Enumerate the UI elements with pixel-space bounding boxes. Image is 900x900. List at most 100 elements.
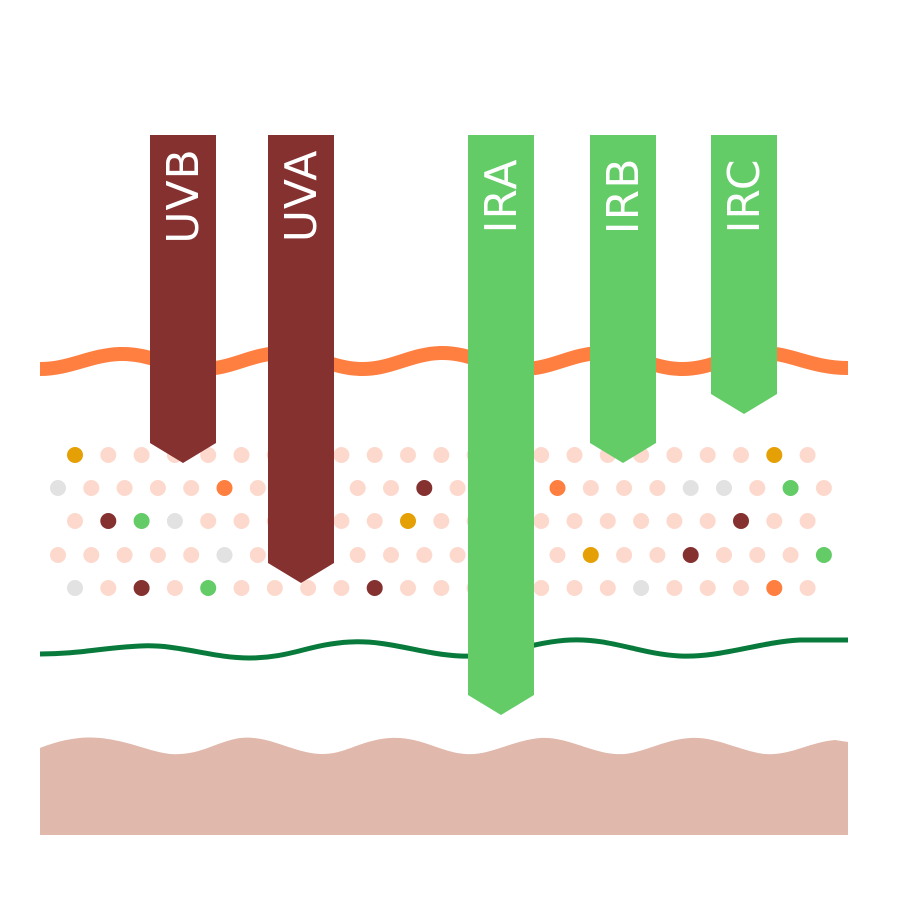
cell-dot — [100, 580, 117, 596]
cell-dot — [333, 513, 350, 529]
ray-ira-arrow — [468, 135, 534, 715]
cell-dot — [599, 580, 616, 596]
cell-dot — [366, 447, 383, 463]
cell-dot — [449, 547, 466, 563]
cell-dot — [383, 547, 399, 563]
ray-irb-label: IRB — [598, 158, 649, 235]
cell-dot — [83, 480, 100, 496]
cell-dot — [266, 580, 283, 596]
cell-dot — [815, 480, 832, 496]
cell-dot — [133, 580, 150, 596]
cell-dot — [749, 547, 766, 563]
cell-dot — [682, 480, 699, 496]
cell-dot — [50, 480, 66, 496]
cell-dot — [733, 580, 749, 596]
lower-boundary-line — [39, 637, 848, 661]
cell-dot — [366, 580, 383, 596]
cell-dot — [566, 447, 583, 463]
cell-dot — [183, 480, 200, 496]
cell-dot — [799, 447, 816, 463]
cell-dot — [633, 513, 650, 529]
cell-dot — [300, 580, 317, 596]
cell-dot — [149, 480, 166, 496]
cell-dot — [133, 447, 150, 463]
cell-dot — [216, 547, 233, 563]
cell-dot — [533, 447, 550, 463]
cell-dot — [183, 547, 200, 563]
ray-ira: IRA — [468, 135, 534, 715]
cell-dot — [699, 513, 716, 529]
cell-dot — [815, 547, 832, 563]
ray-irb-arrow — [590, 135, 656, 463]
cell-dot — [400, 513, 416, 529]
cell-dot — [699, 447, 716, 463]
cell-dot — [433, 513, 450, 529]
cell-dot — [67, 513, 83, 529]
ray-uvb: UVB — [150, 135, 216, 463]
ray-uvb-label: UVB — [158, 148, 209, 244]
cell-dot — [716, 480, 732, 496]
cell-dot — [249, 480, 266, 496]
cell-dot — [233, 513, 250, 529]
cell-dot — [533, 513, 550, 529]
ray-irc-label: IRC — [719, 158, 770, 233]
ray-uvb-arrow — [150, 135, 216, 463]
cell-dot — [400, 447, 416, 463]
cell-dot — [582, 480, 599, 496]
ray-uva-label: UVA — [276, 150, 327, 243]
cell-dot — [733, 447, 749, 463]
cell-dot — [433, 580, 450, 596]
cell-dot — [749, 480, 766, 496]
cell-dot — [149, 547, 166, 563]
cell-dot — [216, 480, 233, 496]
cell-dot — [249, 547, 266, 563]
cell-dot — [666, 447, 683, 463]
cell-dot — [200, 513, 217, 529]
deep-skin-layer — [40, 737, 848, 835]
cell-dot — [699, 580, 716, 596]
cell-dot — [566, 513, 583, 529]
cell-dot — [383, 480, 399, 496]
cell-dot — [416, 480, 433, 496]
cell-dot — [649, 547, 666, 563]
cell-dot — [166, 580, 183, 596]
cell-dot — [533, 580, 550, 596]
cell-dot — [433, 447, 450, 463]
cell-dot — [649, 480, 666, 496]
ray-irc: IRC — [711, 135, 777, 414]
cell-dot — [133, 513, 150, 529]
ray-uva-arrow — [268, 135, 334, 583]
cell-dot — [616, 480, 633, 496]
ray-irb: IRB — [590, 135, 656, 463]
cell-dot — [682, 547, 699, 563]
cell-dot — [782, 547, 799, 563]
cell-dot — [549, 547, 566, 563]
cell-dot — [166, 513, 183, 529]
cell-dot — [200, 447, 217, 463]
cell-dot — [100, 513, 117, 529]
cell-dot — [400, 580, 416, 596]
cell-dot — [67, 580, 83, 596]
cell-dot — [100, 447, 117, 463]
cell-dot — [549, 480, 566, 496]
cell-dot — [766, 513, 783, 529]
cell-dots-layer — [50, 447, 832, 596]
cell-dot — [200, 580, 217, 596]
cell-dot — [566, 580, 583, 596]
ray-uva: UVA — [268, 135, 334, 583]
cell-dot — [67, 447, 83, 463]
cell-dot — [582, 547, 599, 563]
cell-dot — [599, 513, 616, 529]
ray-ira-label: IRA — [476, 159, 527, 234]
cell-dot — [349, 480, 366, 496]
cell-dot — [799, 513, 816, 529]
cell-dot — [233, 447, 250, 463]
cell-dot — [116, 547, 133, 563]
cell-dot — [782, 480, 799, 496]
cell-dot — [716, 547, 732, 563]
cell-dot — [616, 547, 633, 563]
cell-dot — [766, 580, 783, 596]
cell-dot — [366, 513, 383, 529]
